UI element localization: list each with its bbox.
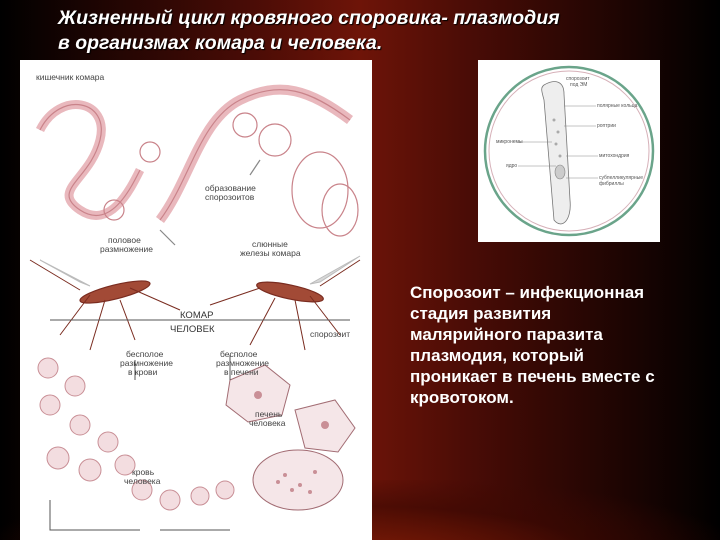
sporozoite-description: Спорозоит – инфекционная стадия развития… [410,282,718,408]
label-mosquito: КОМАР [180,310,214,321]
inset-label-fibrils-2: фибриллы [599,181,624,187]
label-sporozoite-formation-1: образование [205,183,256,193]
label-human: ЧЕЛОВЕК [170,324,215,335]
sporozoite-inset-illustration [483,65,655,237]
body-line-3: малярийного паразита [410,325,603,344]
label-salivary-glands-1: слюнные [252,239,288,249]
label-asexual-liver-2: размножение [216,358,270,368]
inset-label-rhoptries: роптрии [597,123,616,129]
inset-label-head-1: спорозоит [566,76,590,82]
slide-title: Жизненный цикл кровяного споровика- плаз… [58,6,708,56]
label-salivary-glands-2: железы комара [240,248,301,258]
lifecycle-diagram: кишечник комара образование спорозоитов … [20,60,372,540]
label-human-liver-2: человека [249,418,286,428]
lifecycle-illustration [29,84,361,531]
title-line-2: в организмах комара и человека. [58,32,383,54]
inset-label-micronemes: микронемы [496,139,523,145]
label-sexual-reproduction-2: размножение [100,244,154,254]
label-human-liver-1: печень [255,409,283,419]
label-asexual-blood-1: бесполое [126,349,164,359]
sporozoite-inset: спорозоит под ЭМ полярные кольца роптрии… [478,60,660,242]
label-asexual-blood-3: в крови [128,367,158,377]
label-mosquito-gut: кишечник комара [36,72,105,82]
inset-label-head-2: под ЭМ [570,82,588,88]
inset-label-nucleus: ядро [506,163,518,169]
label-human-blood-1: кровь [132,467,155,477]
label-sexual-reproduction-1: половое [108,235,141,245]
label-asexual-liver-3: в печени [224,367,259,377]
body-line-4: плазмодия, который [410,346,584,365]
label-human-blood-2: человека [124,476,161,486]
body-line-6: кровотоком. [410,388,514,407]
label-asexual-blood-2: размножение [120,358,174,368]
title-line-1: Жизненный цикл кровяного споровика- плаз… [58,7,560,29]
label-asexual-liver-1: бесполое [220,349,258,359]
inset-label-fibrils-1: субпелликулярные [599,175,644,181]
inset-label-mitochondrion: митохондрия [599,153,630,159]
inset-label-polar-rings: полярные кольца [597,103,638,109]
body-line-2: стадия развития [410,304,552,323]
label-sporozoite: спорозоит [310,329,351,339]
label-sporozoite-formation-2: спорозоитов [205,192,255,202]
body-line-1: Спорозоит – инфекционная [410,283,645,302]
body-line-5: проникает в печень вместе с [410,367,655,386]
